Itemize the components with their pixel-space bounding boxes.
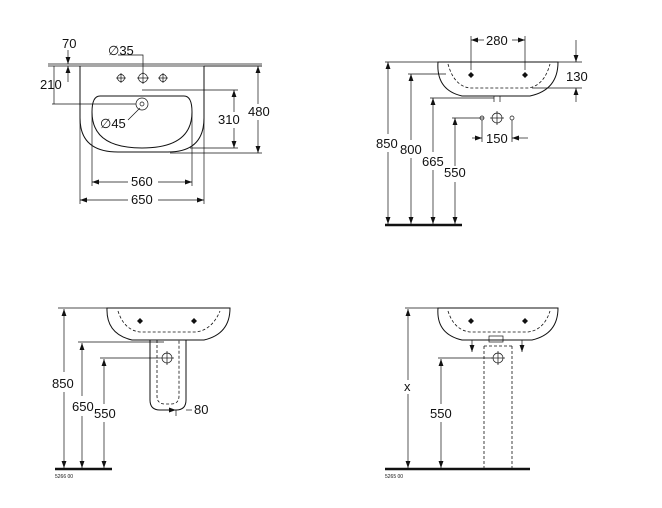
plan-dim-560: 560 bbox=[131, 174, 153, 189]
side-dim-130: 130 bbox=[566, 69, 588, 84]
full-pedestal-elevation: x 550 5265 00 bbox=[385, 307, 559, 480]
side-dim-850: 850 bbox=[376, 136, 398, 151]
halfped-dim-550: 550 bbox=[94, 406, 116, 421]
halfped-dim-80: 80 bbox=[194, 402, 208, 417]
plan-dim-480: 480 bbox=[248, 104, 270, 119]
side-dim-150: 150 bbox=[486, 131, 508, 146]
fullped-dim-550: 550 bbox=[430, 406, 452, 421]
plan-dim-310: 310 bbox=[218, 112, 240, 127]
fullped-dim-x: x bbox=[404, 379, 411, 394]
side-dim-665: 665 bbox=[422, 154, 444, 169]
plan-dim-210: 210 bbox=[40, 77, 62, 92]
plan-dim-dia35: ∅35 bbox=[108, 43, 134, 58]
wall-hung-elevation: 280 130 850 800 665 550 bbox=[376, 33, 588, 227]
halfped-dim-650: 650 bbox=[72, 399, 94, 414]
side-dim-280: 280 bbox=[486, 33, 508, 48]
plan-view: 70 ∅35 210 ∅45 480 310 560 650 bbox=[40, 36, 270, 207]
side-dim-550: 550 bbox=[444, 165, 466, 180]
fullped-code: 5265 00 bbox=[385, 474, 403, 480]
plan-dim-dia45: ∅45 bbox=[100, 116, 126, 131]
halfped-dim-850: 850 bbox=[52, 376, 74, 391]
side-dim-800: 800 bbox=[400, 142, 422, 157]
plan-dim-70: 70 bbox=[62, 36, 76, 51]
half-pedestal-elevation: 850 650 550 80 5266 00 bbox=[52, 307, 231, 480]
halfped-code: 5266 00 bbox=[55, 474, 73, 480]
plan-dim-650: 650 bbox=[131, 192, 153, 207]
